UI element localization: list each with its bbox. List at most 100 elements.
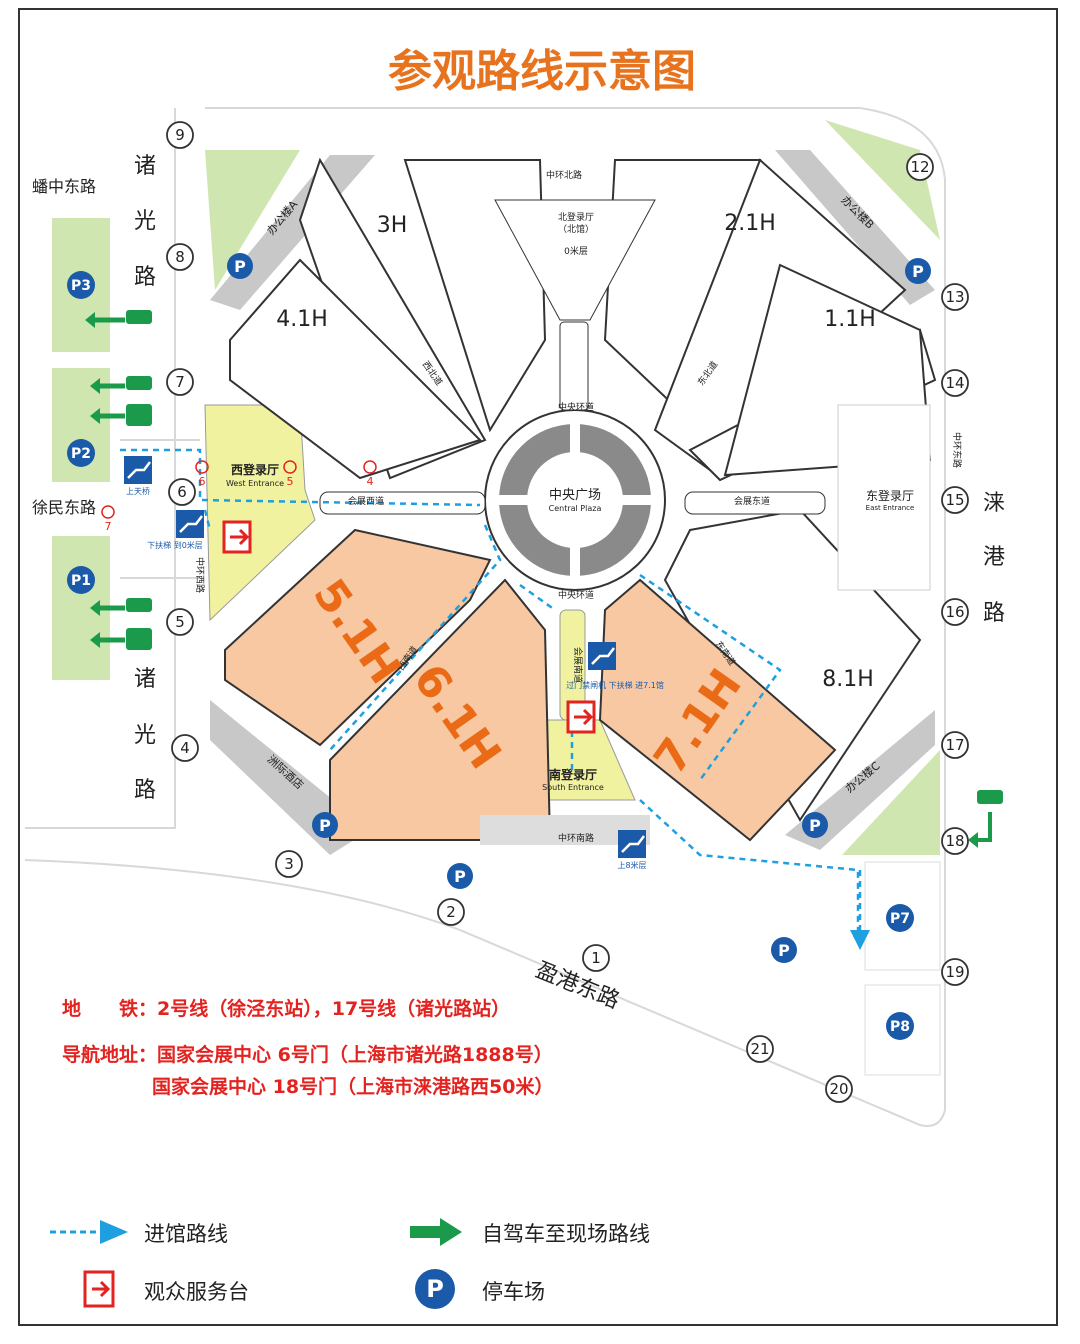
road-panzhong: 蟠中东路 [32,177,96,196]
gate-circles [166,121,969,1103]
hall-71h-shape [598,578,837,842]
parking-icon [905,258,931,284]
road-central-ring-n: 中央环道 [558,401,594,413]
road-zhuguang-2: 光 [134,209,156,234]
metro-info-value: 2号线（徐泾东站），17号线（诸光路站） [157,998,511,1020]
metro-icon [101,505,115,519]
gate-number: 17 [945,736,964,754]
east-entrance-area [837,404,931,591]
central-plaza-cross [495,420,655,580]
gate-number: 14 [945,374,964,392]
xumin-road-lines [120,439,200,579]
road-zhuguang-1: 诸 [134,154,156,179]
gate-number: 16 [945,603,964,621]
svg-text:P: P [809,816,821,835]
road-zhuguang-6: 路 [134,778,156,803]
central-plaza-label: 中央广场 [549,488,601,503]
gate-number: 15 [945,491,964,509]
parking-icon [227,253,253,279]
parking-p8-badge [886,1012,914,1040]
car-bus-icons [126,310,1003,804]
north-entrance-sub: （北馆） [558,223,594,235]
north-corridor [559,321,589,411]
legend-parking-label: 停车场 [482,1280,545,1304]
svg-text:P: P [234,257,246,276]
nav-info: 导航地址：国家会展中心 6号门（上海市诸光路1888号） [62,1040,553,1067]
car-icon [126,598,152,612]
gate-number: 19 [945,963,964,981]
svg-text:P: P [454,867,466,886]
road-laigang-1: 涞 [983,491,1005,516]
south-entrance-label: 南登录厅 [549,767,597,782]
nav-info-2: 国家会展中心 18号门（上海市涞港路西50米） [152,1072,554,1099]
east-corridor [684,491,826,515]
nav-info-value2: 国家会展中心 18号门（上海市涞港路西50米） [152,1076,554,1098]
legend-parking-icon [415,1269,455,1309]
metro-stop-label: 7 [105,520,112,533]
west-entrance-en: West Entrance [226,479,284,488]
east-entrance-label: 东登录厅 [866,488,914,503]
office-b-area [775,150,935,305]
metro-icon [195,460,209,474]
hall-21h-label: 2.1H [724,211,776,236]
down-escalator-label: 下扶梯 到0米层 [147,540,203,550]
metro-icons [101,460,377,519]
legend: P [50,1218,462,1309]
legend-drive-bar [410,1226,440,1238]
road-huizhan-west: 会展西道 [348,495,384,507]
bus-icon [126,628,152,650]
gate-number: 4 [180,739,190,757]
road-laigang-3: 路 [983,601,1005,626]
metro-icon [283,460,297,474]
road-south-ring: 中环南路 [558,832,594,844]
metro-info: 地 铁：2号线（徐泾东站），17号线（诸光路站） [62,994,510,1021]
nav-info-label: 导航地址： [62,1044,158,1066]
road-huizhan-south: 会展南道 [572,647,584,683]
parking-glyphs: P P P P P P [234,257,924,960]
metro-stop-label: 4 [367,475,374,488]
parking-icon [312,812,338,838]
metro-icon [363,460,377,474]
road-zhuguang-3: 路 [134,265,156,290]
parking-badges [67,253,931,1040]
hall-81h-label: 8.1H [822,667,874,692]
gate-number: 5 [175,613,185,631]
parking-icon [802,812,828,838]
gate-number: 8 [175,248,185,266]
gate-number: 13 [945,288,964,306]
gate-number: 3 [284,855,294,873]
legend-service-label: 观众服务台 [144,1280,249,1304]
south-entrance-en: South Entrance [542,783,604,792]
legend-drive-label: 自驾车至现场路线 [482,1222,650,1246]
gate-number: 2 [446,903,456,921]
map-title: 参观路线示意图 [388,46,696,97]
road-xumin: 徐民东路 [32,498,96,517]
gate-number: 9 [175,126,185,144]
hall-3h-label: 3H [377,213,408,238]
central-plaza-en: Central Plaza [549,504,602,513]
road-huizhan-east: 会展东道 [734,495,770,507]
green-area-se [842,750,940,855]
north-entrance-area [494,199,656,321]
gate-number: 12 [910,158,929,176]
west-entrance-label: 西登录厅 [231,462,279,477]
road-central-ring-s: 中央环道 [558,589,594,601]
metro-stop-label: 5 [287,475,294,488]
gate-number: 7 [175,373,185,391]
hall-11h-label: 1.1H [824,307,876,332]
car-icon [126,310,152,324]
nav-info-value1: 国家会展中心 6号门（上海市诸光路1888号） [157,1044,553,1066]
gate-number: 21 [750,1040,769,1058]
parking-p3-badge [67,271,95,299]
east-entrance-en: East Entrance [866,504,915,512]
legend-route-arrow [100,1220,128,1244]
up8m-label: 上8米层 [617,860,646,870]
road-yinggang: 盈港东路 [532,958,623,1014]
north-entrance-level: 0米层 [564,245,588,257]
green-area-nw [205,150,300,290]
gate-number: 1 [591,949,601,967]
svg-text:P: P [778,941,790,960]
up-bridge-label: 上天桥 [126,486,150,496]
svg-text:P: P [319,816,331,835]
